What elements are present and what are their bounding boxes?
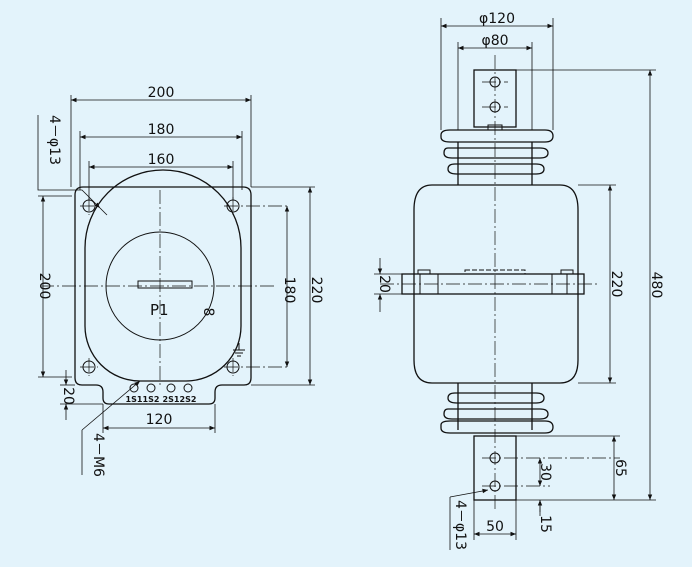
dim-8: 8 xyxy=(200,308,216,317)
primary-bar xyxy=(137,280,193,289)
terminal-1s1: 1S1 xyxy=(126,395,143,404)
main-body xyxy=(413,184,579,384)
hole-callout-side: 4－φ13 xyxy=(452,500,468,550)
dim-180-right: 180 xyxy=(281,277,297,304)
side-view: φ120 φ80 20 220 480 65 30 15 xyxy=(374,11,664,550)
ground-icon xyxy=(233,343,245,357)
dim-220-side: 220 xyxy=(608,271,624,298)
dim-180-top: 180 xyxy=(148,122,175,138)
dim-480: 480 xyxy=(648,272,664,299)
core-outline xyxy=(84,169,242,382)
dim-30: 30 xyxy=(537,463,553,481)
bottom-sheds xyxy=(440,383,554,434)
dim-200-top: 200 xyxy=(148,85,175,101)
dim-200-left: 200 xyxy=(36,273,52,300)
base-plate-outline xyxy=(74,186,252,405)
primary-label: P1 xyxy=(150,301,169,319)
secondary-terminals: 1S1 1S2 2S1 2S2 xyxy=(126,383,197,404)
dim-20-bottom: 20 xyxy=(60,387,76,405)
dim-65: 65 xyxy=(612,459,628,477)
dim-120-bottom: 120 xyxy=(146,412,173,428)
dim-15: 15 xyxy=(537,515,553,533)
dim-20-left: 20 xyxy=(376,275,392,293)
dim-phi120: φ120 xyxy=(479,11,515,27)
top-sheds xyxy=(440,129,554,185)
terminal-2s1: 2S1 xyxy=(163,395,180,404)
dim-50: 50 xyxy=(486,519,504,535)
dim-220-right: 220 xyxy=(308,277,324,304)
dim-phi80: φ80 xyxy=(481,33,508,49)
front-view: 1S1 1S2 2S1 2S2 P1 8 200 180 160 4－φ13 2… xyxy=(36,85,324,477)
terminal-1s2: 1S2 xyxy=(143,395,160,404)
thread-callout: 4－M6 xyxy=(90,433,106,477)
hole-callout-front: 4－φ13 xyxy=(46,115,62,165)
dim-160-top: 160 xyxy=(148,152,175,168)
terminal-2s2: 2S2 xyxy=(180,395,197,404)
